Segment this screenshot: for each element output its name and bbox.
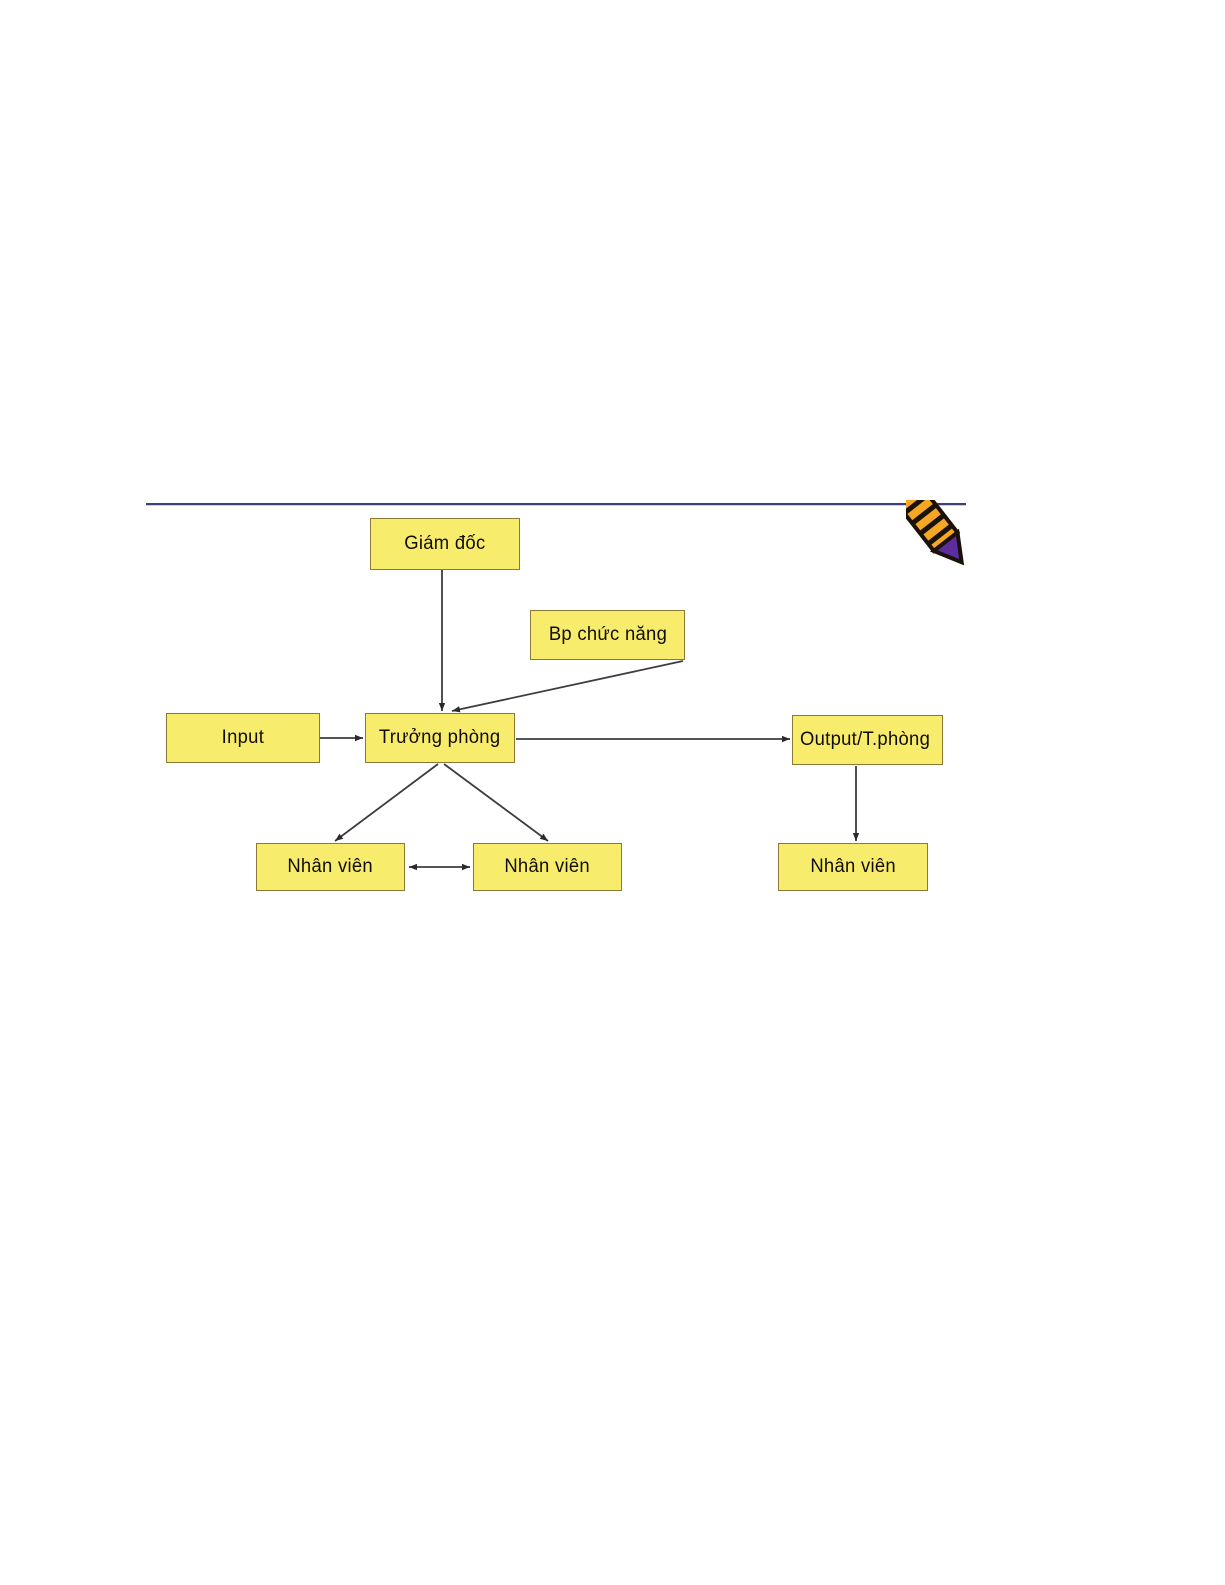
node-label: Giám đốc (404, 533, 486, 554)
node-label: Output/T.phòng (800, 729, 931, 750)
connector-truongphong-nhanvien2 (443, 763, 549, 842)
node-bp-chuc-nang[interactable]: Bp chức năng (530, 610, 685, 660)
node-label: Nhân viên (504, 856, 591, 877)
node-label: Nhân viên (287, 856, 374, 877)
node-nhan-vien-1[interactable]: Nhân viên (256, 843, 405, 891)
connector-bpchuc-truongphong (451, 660, 684, 713)
node-label: Trưởng phòng (379, 727, 501, 748)
node-label: Nhân viên (810, 856, 896, 877)
node-input[interactable]: Input (166, 713, 320, 763)
node-nhan-vien-2[interactable]: Nhân viên (473, 843, 622, 891)
node-label: Bp chức năng (548, 624, 667, 645)
node-truong-phong[interactable]: Trưởng phòng (365, 713, 515, 763)
node-label: Input (221, 727, 265, 748)
node-nhan-vien-3[interactable]: Nhân viên (778, 843, 928, 891)
horizontal-rule-shadow (146, 505, 966, 506)
horizontal-rule (146, 503, 966, 505)
striped-pencil-clipart-icon (906, 500, 976, 578)
node-giam-doc[interactable]: Giám đốc (370, 518, 520, 570)
connector-truongphong-nhanvien1 (334, 763, 439, 842)
node-output-t-phong[interactable]: Output/T.phòng (792, 715, 943, 765)
